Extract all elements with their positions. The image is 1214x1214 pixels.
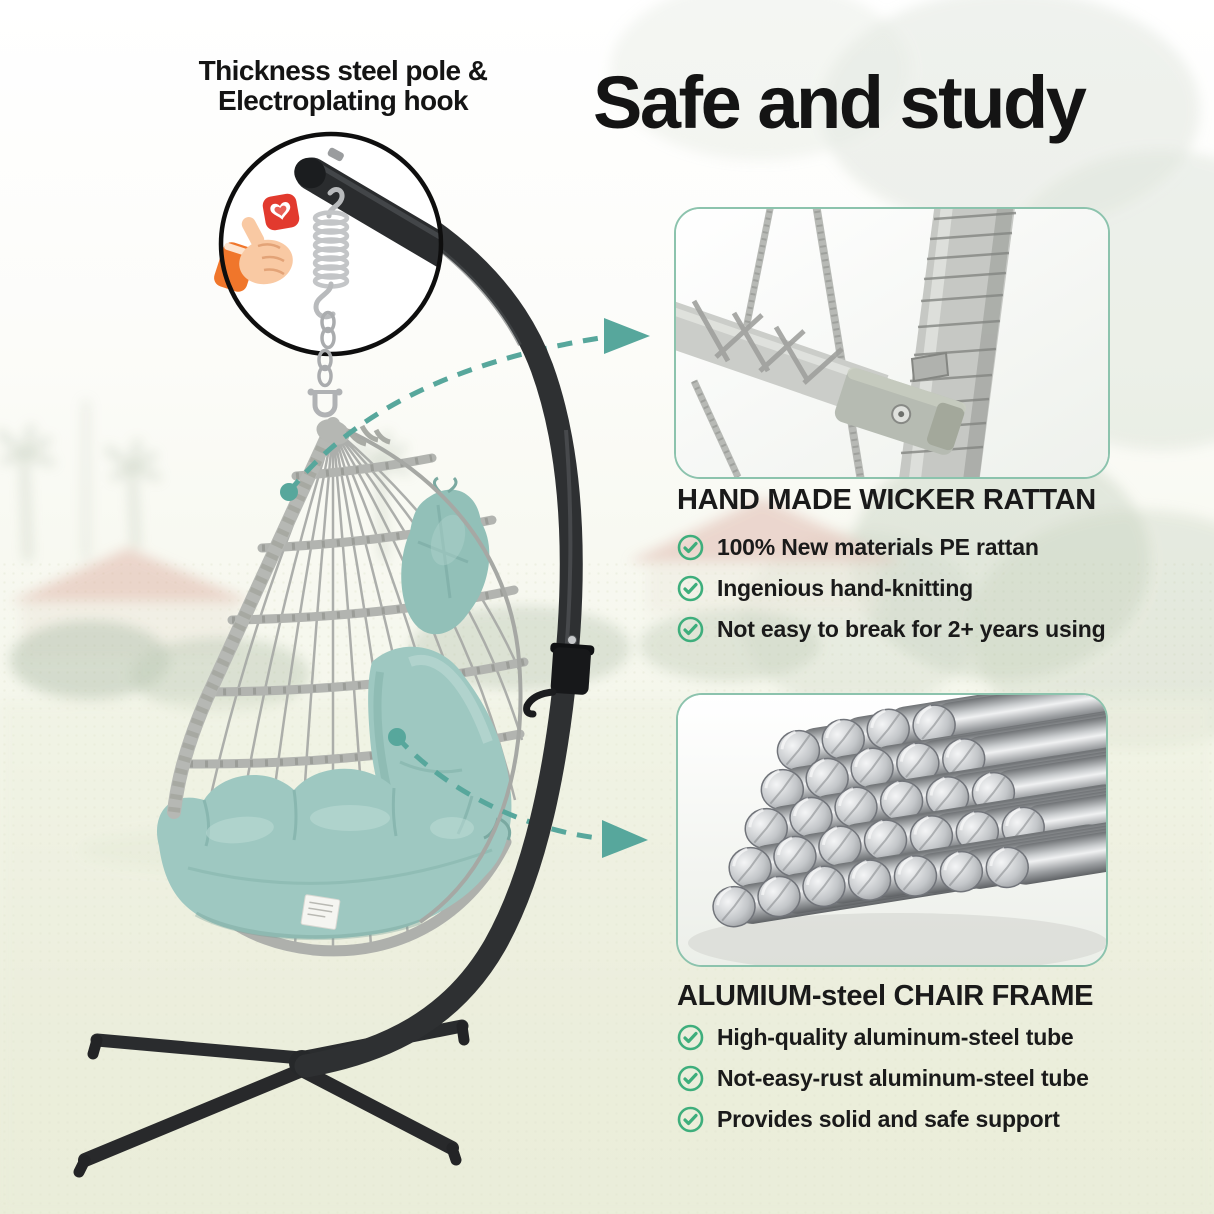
egg-chair-illustration xyxy=(156,417,529,957)
rattan-bullet-list: 100% New materials PE rattan Ingenious h… xyxy=(677,534,1106,657)
list-item: Not-easy-rust aluminum-steel tube xyxy=(677,1065,1089,1092)
list-item: Not easy to break for 2+ years using xyxy=(677,616,1106,643)
bullet-text: Ingenious hand-knitting xyxy=(717,575,974,601)
spring-hook-icon xyxy=(315,187,347,320)
bullet-text: 100% New materials PE rattan xyxy=(717,534,1039,560)
check-circle-icon xyxy=(677,1106,704,1133)
steel-rods-illustration xyxy=(678,695,1106,965)
section-heading-frame: ALUMIUM-steel CHAIR FRAME xyxy=(677,980,1094,1012)
check-circle-icon xyxy=(677,534,704,561)
check-circle-icon xyxy=(677,575,704,602)
callout-label: Thickness steel pole & Electroplating ho… xyxy=(150,55,536,117)
list-item: High-quality aluminum-steel tube xyxy=(677,1024,1089,1051)
callout-label-line2: Electroplating hook xyxy=(218,85,469,117)
bullet-text: Provides solid and safe support xyxy=(717,1106,1060,1132)
arrowhead-frame xyxy=(602,820,648,858)
bullet-text: Not easy to break for 2+ years using xyxy=(717,616,1106,642)
frame-bullet-list: High-quality aluminum-steel tube Not-eas… xyxy=(677,1024,1089,1147)
rattan-joint-illustration xyxy=(676,209,1108,477)
section-heading-rattan: HAND MADE WICKER RATTAN xyxy=(677,484,1096,516)
heart-icon xyxy=(262,193,300,231)
list-item: 100% New materials PE rattan xyxy=(677,534,1105,561)
c-stand-illustration xyxy=(73,160,595,1178)
wicker-rattan-closeup-image xyxy=(674,207,1110,479)
bullet-text: High-quality aluminum-steel tube xyxy=(717,1024,1074,1050)
check-circle-icon xyxy=(677,1024,704,1051)
bullet-text: Not-easy-rust aluminum-steel tube xyxy=(717,1065,1089,1091)
steel-pole-hook-callout xyxy=(214,131,444,357)
seat-cushion xyxy=(156,768,512,941)
page-title: Safe and study xyxy=(593,61,1087,144)
list-item: Provides solid and safe support xyxy=(677,1106,1089,1133)
callout-label-line1: Thickness steel pole & xyxy=(198,55,488,86)
list-item: Ingenious hand-knitting xyxy=(677,575,1105,602)
arrowhead-rattan xyxy=(604,318,650,354)
care-tag xyxy=(300,894,341,930)
hanging-chain xyxy=(307,348,343,418)
arrow-to-frame-inset xyxy=(395,735,599,841)
check-circle-icon xyxy=(677,616,704,643)
check-circle-icon xyxy=(677,1065,704,1092)
aluminum-steel-rods-image xyxy=(676,693,1108,967)
